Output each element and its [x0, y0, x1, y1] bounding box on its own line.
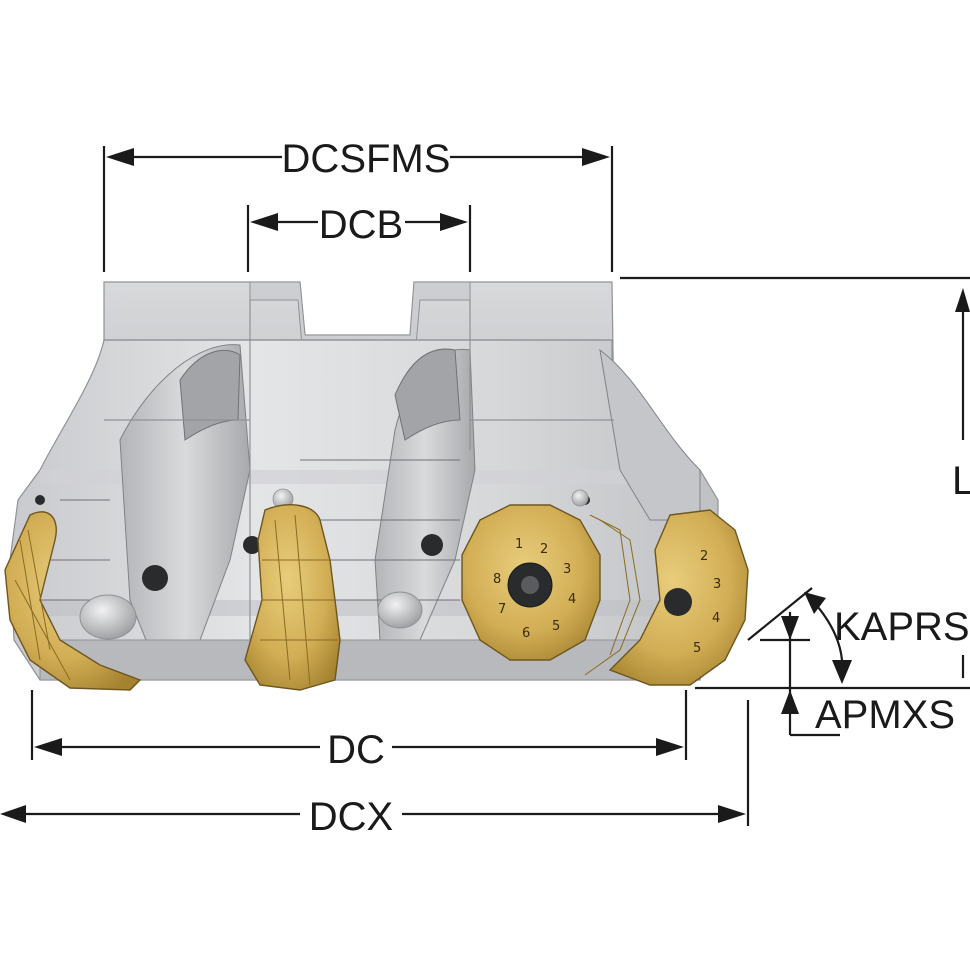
insert-number-5: 5	[552, 619, 560, 634]
dimension-dcx: DCX	[0, 700, 750, 839]
insert-left	[4, 511, 142, 691]
insert-number-8: 8	[493, 572, 501, 587]
dimension-kaprs-apmxs: KAPRS APMXS	[695, 587, 970, 737]
dimension-dcb: DCB	[246, 203, 472, 272]
insert-right-number-4: 4	[712, 611, 720, 626]
insert-number-1: 1	[515, 537, 523, 552]
dcb-label: DCB	[319, 203, 403, 247]
insert-number-4: 4	[568, 592, 576, 607]
insert-center-left	[244, 504, 341, 691]
dcsfms-label: DCSFMS	[282, 137, 451, 181]
insert-number-7: 7	[498, 602, 506, 617]
insert-number-2: 2	[540, 542, 548, 557]
insert-right-number-5: 5	[693, 641, 701, 656]
dimension-dcsfms: DCSFMS	[102, 137, 614, 272]
insert-center-right: 1 2 3 4 5 6 7 8	[461, 504, 641, 676]
cutter-body	[9, 281, 719, 681]
insert-number-6: 6	[522, 626, 530, 641]
insert-number-3: 3	[563, 562, 571, 577]
dcx-label: DCX	[309, 795, 393, 839]
dc-label: DC	[327, 728, 385, 772]
dimension-l: L	[620, 276, 970, 678]
dimension-dc: DC	[30, 690, 688, 772]
kaprs-label: KAPRS	[834, 605, 970, 649]
apmxs-label: APMXS	[815, 693, 955, 737]
l-label: L	[952, 459, 970, 503]
insert-right: 2 3 4 5	[608, 509, 749, 686]
insert-right-number-2: 2	[700, 549, 708, 564]
insert-right-number-3: 3	[713, 577, 721, 592]
